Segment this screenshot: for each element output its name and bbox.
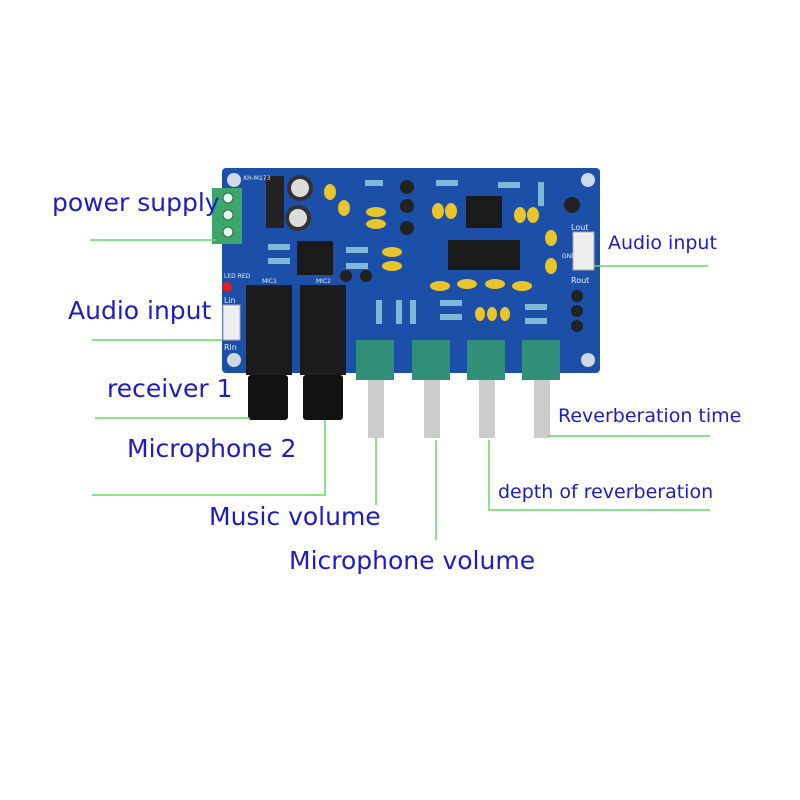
label-music-volume: Music volume xyxy=(209,502,381,531)
label-reverberation-time: Reverberation time xyxy=(558,405,742,427)
silk-lout: Lout xyxy=(571,223,588,232)
label-microphone-2: Microphone 2 xyxy=(127,434,297,463)
label-audio-input-right: Audio input xyxy=(608,232,717,254)
label-power-supply: power supply xyxy=(52,188,220,217)
silk-gnd: GND xyxy=(562,253,576,260)
label-depth-of-reverberation: depth of reverberation xyxy=(498,481,714,503)
ic-chip xyxy=(297,241,333,275)
mounting-holes xyxy=(227,173,595,367)
ic-chip xyxy=(466,196,502,228)
label-receiver-1: receiver 1 xyxy=(107,374,233,403)
silk-led: LED RED xyxy=(224,273,251,280)
leader-lines xyxy=(90,239,710,540)
microphone-jack-2 xyxy=(300,285,346,420)
left-audio-connector xyxy=(222,304,241,341)
potentiometers xyxy=(356,340,560,438)
label-microphone-volume: Microphone volume xyxy=(289,546,536,575)
silk-rin: Rin xyxy=(224,343,237,352)
label-audio-input-left: Audio input xyxy=(68,296,212,325)
silk-mic2: MIC2 xyxy=(316,278,331,285)
ic-chip xyxy=(448,240,520,270)
silk-lin: Lin xyxy=(224,296,236,305)
right-audio-connector xyxy=(572,231,595,271)
silk-mic1: MIC1 xyxy=(262,278,277,285)
silk-rout: Rout xyxy=(571,276,589,285)
silk-model: XH-M173 xyxy=(243,175,271,182)
microphone-jack-1 xyxy=(246,285,292,420)
led-red xyxy=(222,282,232,292)
